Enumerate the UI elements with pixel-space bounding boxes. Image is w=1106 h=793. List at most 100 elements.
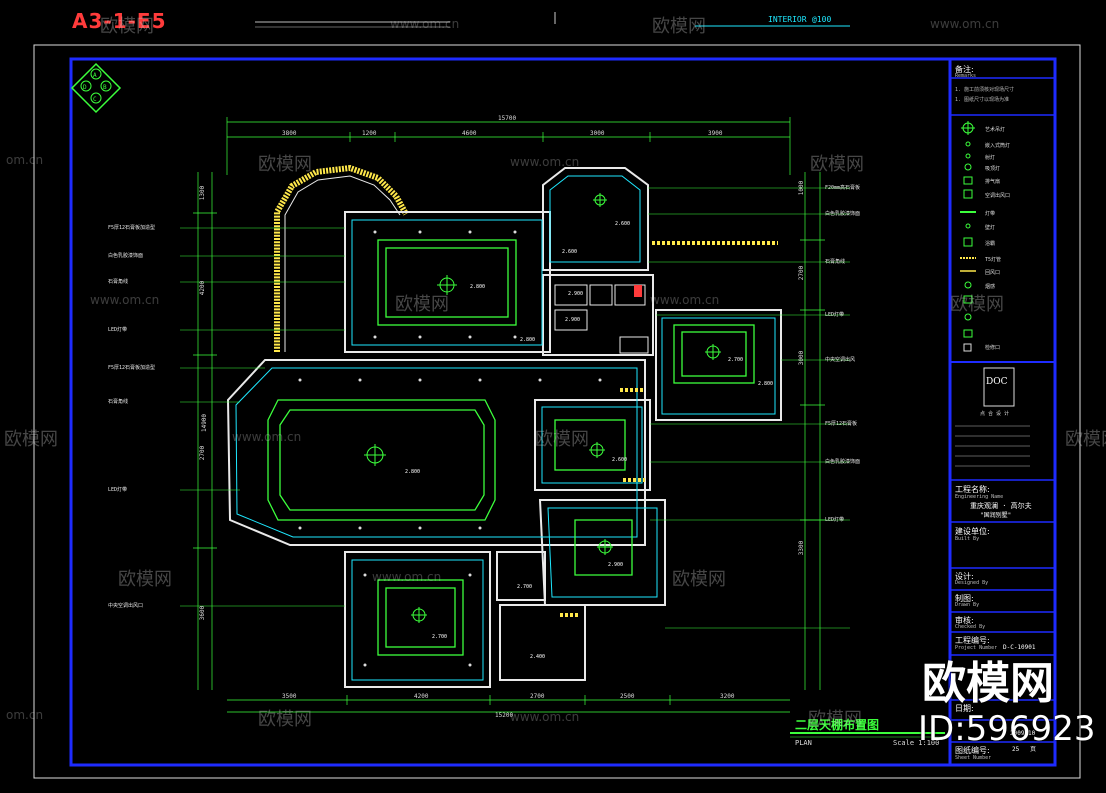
unit-label-en: Built By (955, 536, 980, 542)
right-note: F5厚12石膏板 (825, 421, 858, 427)
dim-right-seg: 3000 (798, 350, 806, 366)
room-mark: 2.600 (612, 457, 628, 463)
sheet-no-label-en: Sheet Number (955, 755, 992, 761)
room-mark: 2.900 (565, 317, 581, 323)
right-note: 白色乳胶漆饰面 (825, 211, 861, 217)
project-no-label-en: Project Number (955, 645, 998, 651)
watermark: 欧模网 (1065, 429, 1106, 450)
interior-tag: INTERIOR (768, 15, 807, 24)
svg-text:D: D (83, 84, 87, 91)
legend-crosshair-icon (961, 121, 975, 135)
left-note: 石膏角线 (108, 399, 129, 405)
dim-left-seg: 2700 (199, 445, 207, 461)
id-watermark: ID:596923 (918, 709, 1096, 749)
room-mark: 2.400 (530, 654, 546, 660)
svg-text:A: A (93, 72, 97, 79)
legend-label: 空调出风口 (985, 193, 1011, 199)
dim-top-seg: 4600 (462, 130, 477, 137)
drawing-title: 二层天棚布置图 (795, 718, 880, 732)
room-mark: 2.900 (568, 291, 584, 297)
blue-frame (69, 57, 1057, 767)
legend-label: 排气扇 (985, 179, 1001, 185)
design-label-en: Designed By (955, 580, 989, 586)
svg-text:C: C (93, 96, 97, 103)
room-mark: 2.900 (608, 562, 624, 568)
notes-line: 1. 施工前须核对现场尺寸 (955, 87, 1015, 93)
sheet-code: A3-1-E5 (72, 9, 167, 33)
right-note: F20mm高石膏板 (825, 185, 861, 191)
watermark-domain: www.om.cn (510, 710, 580, 724)
watermark-domain: www.om.cn (232, 430, 302, 444)
watermark: 欧模网 (810, 154, 864, 175)
watermark-domain: om.cn (6, 708, 44, 722)
watermark-domain: om.cn (6, 153, 44, 167)
right-note: LED灯带 (825, 312, 845, 318)
drawing-scale: Scale 1:100 (893, 739, 940, 747)
dim-left-seg: 4200 (199, 280, 207, 296)
dim-top-seg: 3000 (590, 130, 605, 137)
legend-label: 射灯 (985, 155, 996, 161)
watermark: 欧模网 (4, 429, 58, 450)
watermark: 欧模网 (118, 569, 172, 590)
interior-scale: @100 (812, 15, 832, 24)
unit-label: 建设单位: (955, 527, 990, 536)
left-note: 白色乳胶漆饰面 (108, 253, 144, 259)
dim-right-seg: 2700 (798, 265, 806, 281)
dim-right-seg: 1000 (798, 180, 806, 196)
watermark: 欧模网 (535, 429, 589, 450)
dim-bottom-seg: 2700 (530, 693, 545, 700)
dim-right-seg: 3300 (798, 540, 806, 556)
watermark-domain: www.om.cn (510, 155, 580, 169)
watermark-domain: www.om.cn (650, 293, 720, 307)
legend-label: 吸顶灯 (985, 166, 1001, 172)
watermark: 欧模网 (808, 709, 862, 730)
dim-top-seg: 1200 (362, 130, 377, 137)
watermark: 欧模网 (950, 294, 1004, 315)
right-note: LED灯带 (825, 517, 845, 523)
date-value: 2009.10 (1010, 730, 1036, 737)
design-label: 设计: (955, 572, 974, 581)
dim-left-total: 14900 (201, 413, 209, 433)
project-label-en: Engineering Name (955, 494, 1004, 500)
company-name: 点 合 设 计 (980, 411, 1010, 417)
room-mark: 2.800 (520, 337, 536, 343)
dim-top-total: 15700 (498, 115, 517, 122)
project-no-label: 工程编号: (955, 636, 990, 645)
svg-text:B: B (103, 84, 107, 91)
project-name: 重庆观澜 · 高尔夫 (970, 502, 1032, 510)
left-note: 石膏角线 (108, 279, 129, 285)
watermark: 欧模网 (395, 294, 449, 315)
room-mark: 2.800 (405, 469, 421, 475)
legend-label: 浴霸 (985, 241, 996, 247)
watermark: 欧模网 (100, 16, 154, 37)
room-mark: 2.700 (432, 634, 448, 640)
right-note: 中央空调出风 (825, 357, 856, 363)
watermark: 欧模网 (672, 569, 726, 590)
right-note: 白色乳胶漆饰面 (825, 459, 861, 465)
company-logo: DOC (986, 377, 1008, 387)
dim-bottom-seg: 2500 (620, 693, 635, 700)
watermark-domain: www.om.cn (90, 293, 160, 307)
room-mark: 2.800 (470, 284, 486, 290)
watermark: 欧模网 (258, 154, 312, 175)
room-mark: 2.700 (728, 357, 744, 363)
bay-window-wall (274, 164, 409, 352)
draw-label-en: Drawn By (955, 602, 980, 608)
left-note: LED灯带 (108, 487, 128, 493)
right-note: 石膏角线 (825, 259, 846, 265)
legend-label: 艺术吊灯 (985, 127, 1006, 133)
legend-label: 回风口 (985, 270, 1001, 276)
dim-bottom-seg: 3500 (282, 693, 297, 700)
notes-title: 备注: (955, 65, 974, 74)
project-no: D-C-10901 (1003, 644, 1036, 651)
left-note: 中央空调出风口 (108, 603, 144, 609)
watermark-domain: www.om.cn (390, 17, 460, 31)
notes-subtitle: Remarks (955, 73, 977, 79)
dim-top-seg: 3900 (708, 130, 723, 137)
dim-bottom-seg: 4200 (414, 693, 429, 700)
room-mark: 2.600 (562, 249, 578, 255)
legend-label: 壁灯 (985, 225, 996, 231)
legend-label: 检修口 (985, 345, 1001, 351)
